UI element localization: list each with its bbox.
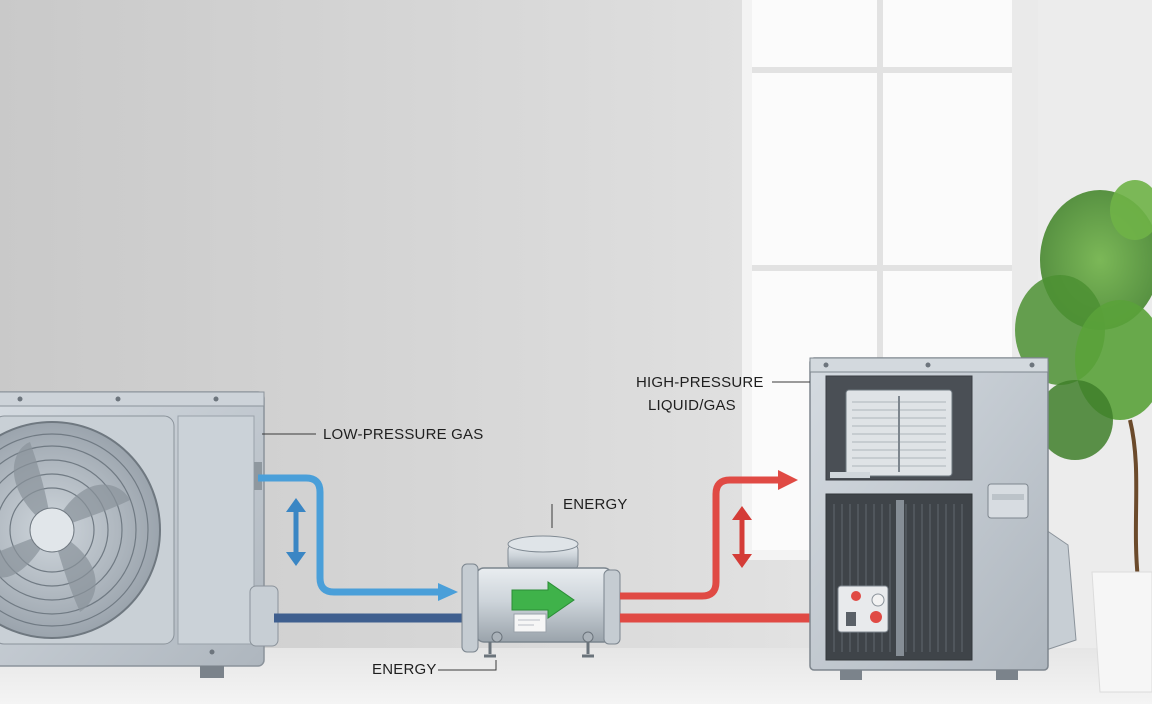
leader-lines [262,381,810,671]
compressor-icon [461,535,621,658]
energy-top-label: ENERGY [563,496,628,513]
high-pressure-label: HIGH-PRESSURE [636,374,764,391]
high-pressure-line [620,470,846,623]
condenser-fan-unit-icon [0,391,279,678]
low-pressure-gas-label: LOW-PRESSURE GAS [323,426,484,443]
air-handler-unit-icon [809,357,1077,680]
low-pressure-line [258,474,458,601]
pressure-change-arrow-icon [286,498,306,566]
high-pressure-label-line2: LIQUID/GAS [648,397,736,414]
energy-bottom-label: ENERGY [372,661,437,678]
pressure-change-arrow-icon [732,506,752,568]
flow-arrow-icon [511,581,575,619]
